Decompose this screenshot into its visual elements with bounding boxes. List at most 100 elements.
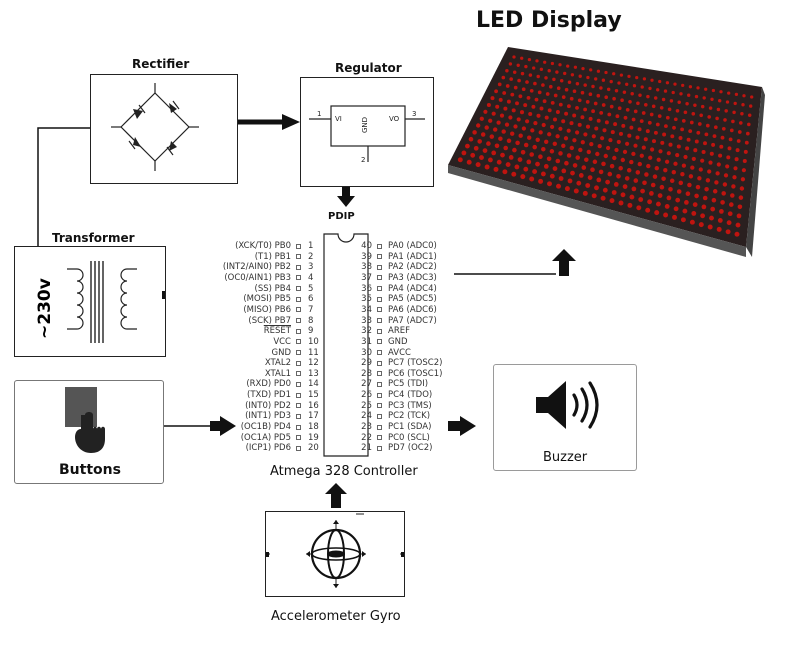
led-dot [468, 136, 474, 142]
led-dot [684, 200, 689, 205]
led-dot [722, 182, 728, 187]
led-dot [686, 137, 691, 142]
led-dot [614, 89, 619, 93]
led-dot [609, 163, 615, 169]
led-dot [523, 142, 529, 148]
led-dot [602, 187, 608, 193]
led-dot [545, 92, 550, 96]
led-dot [709, 215, 714, 221]
led-dot [627, 74, 631, 79]
led-dot [609, 198, 615, 204]
led-dot [503, 106, 508, 111]
led-dot [461, 150, 467, 156]
led-dot [588, 92, 593, 96]
accelerometer-block [265, 511, 405, 597]
pin-pad [296, 435, 301, 441]
led-dot [740, 177, 746, 182]
led-dot [712, 189, 718, 194]
led-dot [649, 112, 654, 117]
led-dot [618, 200, 624, 206]
led-dot [549, 173, 555, 179]
pin-right-name: PA0 (ADC0) [388, 241, 437, 251]
led-dot [743, 149, 748, 154]
led-dot [725, 229, 731, 235]
led-dot [729, 128, 734, 133]
pin-left-number: 8 [308, 315, 314, 326]
led-dot [650, 182, 656, 188]
led-dot [549, 149, 555, 154]
led-dot [694, 94, 699, 99]
led-dot [541, 83, 545, 87]
led-dot [498, 97, 503, 102]
led-dot [600, 195, 606, 201]
led-dot [672, 214, 677, 220]
push-button-icon [65, 387, 105, 453]
led-dot [657, 114, 662, 118]
led-dot [577, 98, 582, 103]
led-dot [539, 106, 544, 111]
led-dot [498, 136, 503, 141]
pin-right-name: PA6 (ADC6) [388, 304, 437, 315]
led-dot [669, 178, 675, 184]
led-dot [733, 101, 737, 106]
led-dot [673, 82, 677, 86]
buzzer-label: Buzzer [543, 450, 588, 465]
pin-left-name: (INT0) PD2 [245, 400, 291, 411]
led-dot [520, 56, 524, 60]
pin-right-number: 28 [361, 368, 372, 379]
led-dot [633, 178, 639, 183]
led-dot [555, 158, 561, 164]
led-dot [619, 73, 624, 77]
led-dot [683, 110, 688, 115]
led-dot [547, 108, 552, 113]
led-dot [486, 141, 491, 146]
led-dot [715, 171, 720, 176]
led-dot [575, 105, 579, 110]
pin-left-number: 1 [308, 241, 314, 251]
led-dot [693, 148, 698, 153]
led-dot [564, 186, 570, 192]
led-dot [729, 202, 734, 207]
pin-right-name: PC6 (TOSC1) [388, 368, 443, 379]
led-dot [702, 96, 706, 100]
led-dot [681, 119, 686, 123]
arrow-controller-to-buzzer [448, 416, 476, 436]
pin-left-number: 13 [308, 368, 319, 379]
led-dot [586, 149, 591, 155]
led-dot [538, 154, 543, 159]
led-dot [547, 69, 551, 73]
pin-left-name: (SS) PB4 [254, 283, 292, 294]
pin-pad [296, 318, 301, 324]
led-dot [735, 222, 741, 228]
pin-left-name: RESET [263, 326, 291, 337]
arrow-buttons-to-controller [164, 416, 236, 436]
led-dot [728, 137, 733, 142]
led-dot [617, 106, 622, 111]
led-dot [570, 170, 575, 176]
led-dot [685, 102, 689, 106]
led-dot [641, 111, 646, 115]
led-dot [587, 175, 593, 180]
led-dot [606, 87, 611, 92]
led-dot [685, 191, 691, 196]
buzzer-block: Buzzer [493, 364, 637, 471]
pin-left-name: (ICP1) PD6 [245, 443, 291, 454]
led-dot [609, 104, 614, 109]
buttons-block: Buttons [14, 380, 164, 484]
led-dot [561, 168, 567, 174]
pin-right-number: 29 [361, 358, 372, 369]
led-dot [739, 186, 745, 191]
pin-left-name: VCC [273, 336, 291, 347]
led-dot [719, 90, 723, 94]
led-dot [517, 157, 523, 162]
led-dot [607, 171, 613, 177]
led-dot [673, 206, 679, 212]
led-dot [540, 171, 546, 177]
led-dot [725, 164, 730, 169]
led-dot [730, 193, 735, 198]
led-dot [664, 159, 670, 164]
led-dot [552, 141, 557, 146]
led-dot [610, 130, 615, 135]
led-dot [635, 170, 641, 175]
led-dot [534, 97, 539, 102]
